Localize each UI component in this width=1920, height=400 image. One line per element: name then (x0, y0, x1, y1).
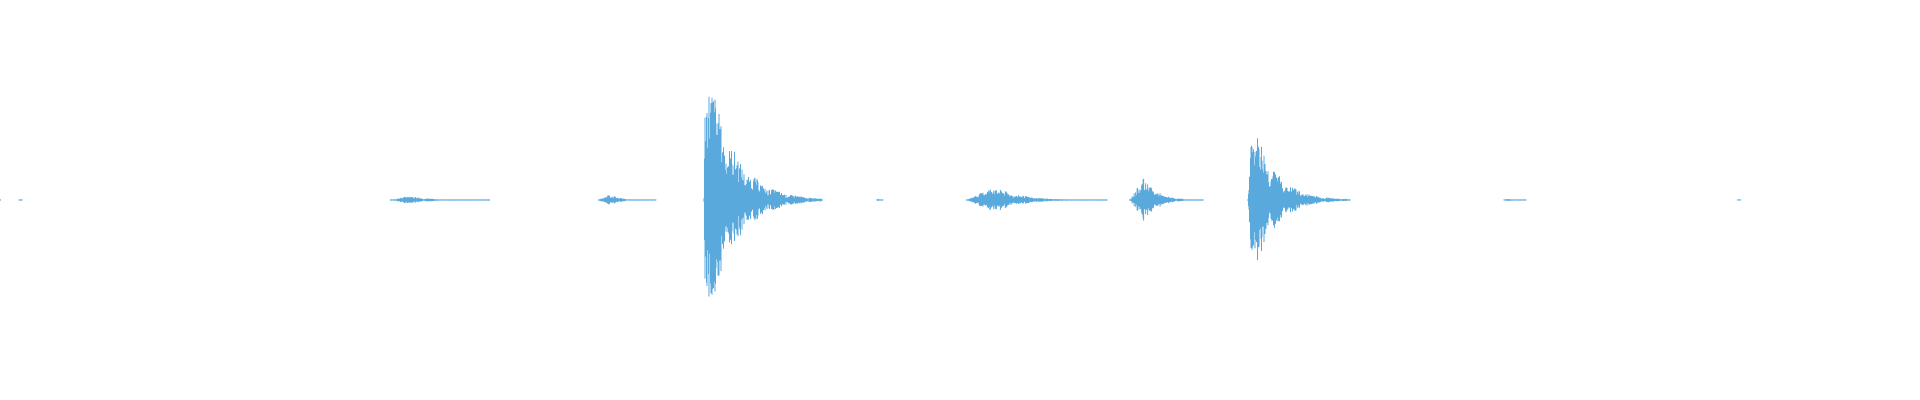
waveform-burst-8 (1247, 138, 1351, 261)
waveform-burst-3 (597, 195, 657, 205)
waveform-burst-2 (389, 196, 490, 204)
waveform-burst-1 (18, 199, 23, 201)
waveform-burst-10 (1737, 199, 1742, 201)
waveform-burst-7 (1129, 178, 1204, 221)
waveform-burst-6 (965, 189, 1108, 211)
waveform-burst-4 (703, 96, 823, 297)
waveform-series (0, 96, 1742, 297)
waveform-burst-0 (0, 199, 1, 201)
waveform-burst-9 (1503, 199, 1527, 201)
waveform-burst-5 (876, 198, 884, 201)
